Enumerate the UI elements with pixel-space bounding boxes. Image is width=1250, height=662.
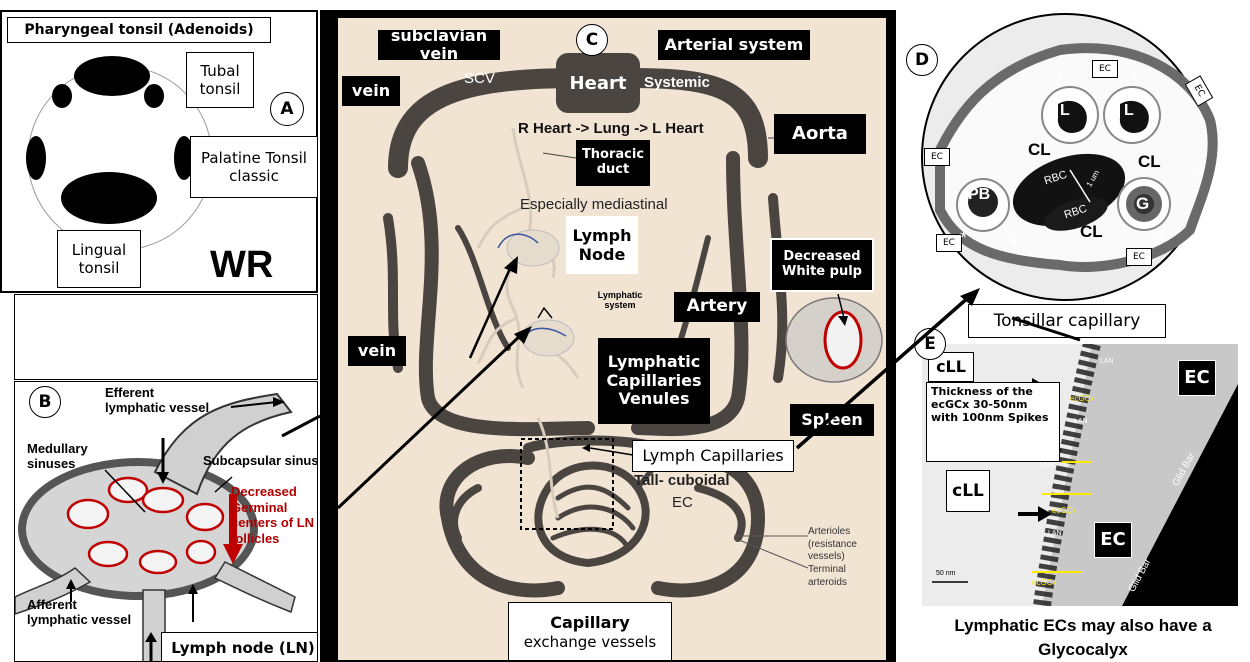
star-marker-3: *	[960, 228, 967, 249]
ecgcx-label-1: ecGCx	[1070, 394, 1094, 403]
panel-c-marker: C	[576, 24, 608, 56]
tubal-tonsil-left-shape	[52, 84, 72, 108]
vein-top-label: vein	[342, 76, 400, 106]
panel-e-marker: E	[914, 328, 946, 360]
spleen-label: Spleen	[790, 404, 874, 436]
panel-d: D EC EC EC EC EC L L CL CL CL RBC 1 um R…	[900, 10, 1250, 340]
pharyngeal-tonsil-label: Pharyngeal tonsil (Adenoids)	[7, 17, 271, 43]
thickness-label: Thickness of the ecGCx 30-50nm with 100n…	[926, 382, 1060, 462]
lymph-node-ln-label: Lymph node (LN)	[161, 632, 318, 662]
lymphatic-capillaries-label: Lymphatic Capillaries Venules	[598, 338, 710, 424]
ec-label-bottom-left: EC	[936, 234, 962, 252]
aorta-label: Aorta	[774, 114, 866, 154]
subclavian-vein-label: subclavian vein	[378, 30, 500, 60]
star-marker-6: *	[1158, 228, 1165, 249]
panel-a-marker: A	[270, 92, 304, 126]
blank-box	[14, 294, 318, 380]
heart-path-label: R Heart -> Lung -> L Heart	[518, 120, 704, 137]
panel-b-marker: B	[29, 386, 61, 418]
lymph-capillaries-label: Lymph Capillaries	[632, 440, 794, 472]
decreased-germinal-label: Decreased Germinal centers of LN follicl…	[231, 484, 317, 546]
lymphatic-system-label: Lymphatic system	[590, 290, 650, 311]
arterial-system-label: Arterial system	[658, 30, 810, 60]
ec-label-top: EC	[1178, 360, 1216, 396]
lan-label-3: LAN	[1040, 462, 1054, 469]
caption-label: Lymphatic ECs may also have a Glycocalyx	[928, 614, 1238, 662]
tall-cuboidal-label: Tall- cuboidal	[634, 472, 730, 489]
subcapsular-sinus-label: Subcapsular sinus	[203, 454, 318, 469]
artery-label: Artery	[674, 292, 760, 322]
ec-label-bottom: EC	[1094, 522, 1132, 558]
systemic-label: Systemic	[644, 74, 710, 91]
lan-label-4: LAN	[1048, 530, 1062, 537]
efferent-vessel-label: Efferent lymphatic vessel	[105, 386, 215, 416]
heart-label: Heart	[560, 70, 636, 98]
afferent-vessel-label: Afferent lymphatic vessel	[27, 598, 137, 628]
pb-label: PB	[968, 186, 990, 204]
arterioles-label: Arterioles (resistance vessels)	[808, 526, 884, 564]
star-marker-1: *	[1056, 70, 1063, 91]
panel-c: C subclavian vein Arterial system vein S…	[320, 10, 896, 662]
wr-label: WR	[210, 244, 273, 287]
capillary-lumen-label-left: CL	[1028, 140, 1051, 160]
ec-label-top: EC	[1092, 60, 1118, 78]
capillary-lumen-label-bottom: CL	[1080, 222, 1103, 242]
palatine-tonsil-left-shape	[26, 136, 46, 180]
scale-bar-label: 50 nm	[936, 570, 955, 577]
ecgcx-label-2: ecGCx	[1052, 506, 1076, 515]
lan-label-1: LAN	[1100, 358, 1114, 365]
cll-label-bottom: cLL	[946, 470, 990, 512]
vein-mid-label: vein	[348, 336, 406, 366]
capillary-label: Capillary	[550, 613, 630, 632]
panel-a: Pharyngeal tonsil (Adenoids) Tubal tonsi…	[0, 10, 318, 293]
mediastinal-label: Especially mediastinal	[520, 196, 668, 213]
leukocyte-label-left: L	[1060, 102, 1070, 120]
panel-e: cLL Thickness of the ecGCx 30-50nm with …	[900, 340, 1250, 662]
g-label: G	[1136, 194, 1149, 214]
capillary-exchange-label: Capillary exchange vessels	[508, 602, 672, 660]
tubal-tonsil-label: Tubal tonsil	[186, 52, 254, 108]
ec-label-bottom-right: EC	[1126, 248, 1152, 266]
scv-label: SCV	[464, 70, 495, 87]
panel-b: B Efferent lymphatic vessel Medullary si…	[14, 381, 318, 662]
exchange-vessels-label: exchange vessels	[524, 633, 657, 651]
tubal-tonsil-right-shape	[144, 84, 164, 108]
lan-label-2: LAN	[1074, 418, 1088, 425]
panel-e-micrograph: cLL Thickness of the ecGCx 30-50nm with …	[922, 344, 1238, 606]
star-marker-4: *	[1010, 236, 1017, 257]
leukocyte-label-right: L	[1124, 102, 1134, 120]
pharyngeal-tonsil-shape	[74, 56, 150, 96]
panel-d-marker: D	[906, 44, 938, 76]
lingual-tonsil-shape	[61, 172, 157, 224]
capillary-lumen-label-right: CL	[1138, 152, 1161, 172]
lingual-tonsil-label: Lingual tonsil	[57, 230, 141, 288]
thoracic-duct-label: Thoracic duct	[576, 140, 650, 186]
terminal-arterioids-label: Terminal arteroids	[808, 564, 880, 589]
star-marker-2: *	[1130, 70, 1137, 91]
lymph-node-label: Lymph Node	[566, 216, 638, 274]
ec-label: EC	[672, 494, 693, 511]
palatine-tonsil-label: Palatine Tonsil classic	[190, 136, 318, 198]
ecgcx-label-3: ecGCx	[1032, 578, 1056, 587]
panel-c-canvas: C subclavian vein Arterial system vein S…	[338, 18, 886, 660]
medullary-sinuses-label: Medullary sinuses	[27, 442, 109, 472]
star-marker-5: *	[1050, 242, 1057, 263]
star-marker-7: *	[1196, 160, 1203, 181]
tonsillar-capillary-label: Tonsillar capillary	[968, 304, 1166, 338]
ec-label-left: EC	[924, 148, 950, 166]
decreased-white-pulp-label: Decreased White pulp	[770, 238, 874, 292]
